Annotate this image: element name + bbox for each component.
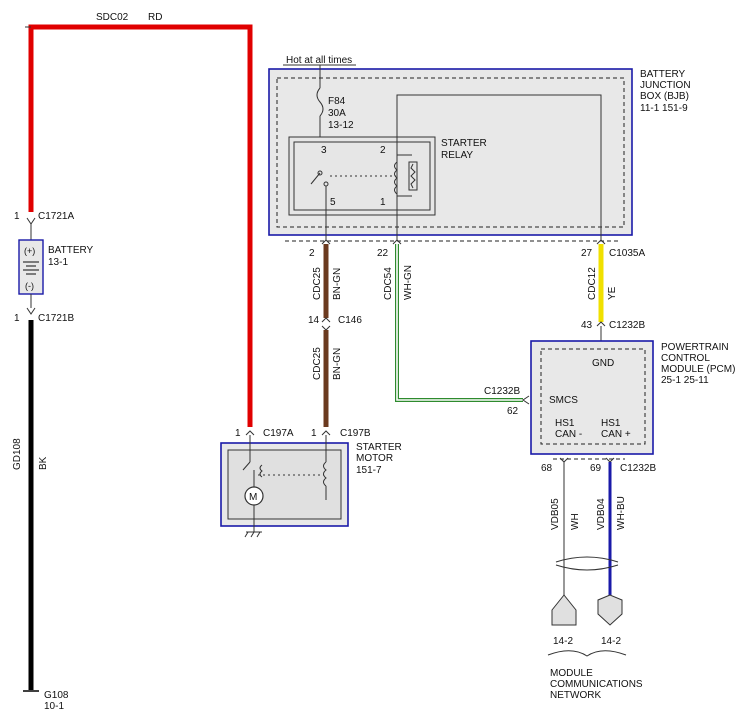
network-ref-b: 14-2	[601, 636, 621, 647]
relay-switch	[310, 172, 321, 185]
wire-cdc25-circuit-lower: CDC25	[312, 347, 323, 380]
ground-label: G108	[44, 690, 69, 701]
starter-connector-b: C197B	[340, 428, 371, 439]
bjb-connector: C1035A	[609, 248, 645, 259]
battery-junction-box: BATTERY JUNCTION BOX (BJB) 11-1 151-9 Ho…	[268, 55, 691, 259]
pcm-inner-dashed	[540, 348, 646, 445]
bjb-title-line2: JUNCTION	[640, 80, 691, 91]
pcm-smcs-pin: 62	[507, 406, 519, 417]
pcm-smcs-connector: C1232B	[484, 386, 520, 397]
battery-bottom-connector: C1721B	[38, 313, 74, 324]
wire-cdc54	[395, 244, 523, 402]
bjb-inner-dashed	[276, 77, 625, 228]
fuse-f84-symbol	[316, 87, 324, 117]
fuse-name: F84	[328, 96, 346, 107]
wire-sdc02-circuit: SDC02	[96, 12, 129, 23]
network-label-line2: COMMUNICATIONS	[550, 679, 643, 690]
wire-cdc12-color: YE	[607, 286, 618, 300]
c146-pin: 14	[308, 315, 320, 326]
hot-at-all-times-label: Hot at all times	[286, 55, 352, 66]
starter-ref: 151-7	[356, 465, 382, 476]
starter-title-line2: MOTOR	[356, 453, 393, 464]
wire-cdc25-circuit-upper: CDC25	[312, 267, 323, 300]
relay-name-line1: STARTER	[441, 138, 487, 149]
bjb-internal-feed	[396, 94, 602, 240]
pcm-pin68: 68	[541, 463, 553, 474]
c146-label: C146	[338, 315, 362, 326]
relay-pin1: 1	[380, 197, 386, 208]
starter-solenoid-switch	[242, 461, 251, 471]
starter-relay-inner	[293, 141, 431, 211]
bjb-refs: 11-1 151-9	[640, 103, 688, 114]
battery-ref: 13-1	[48, 257, 68, 268]
battery-label: BATTERY	[48, 245, 94, 256]
fuse-ref: 13-12	[328, 120, 354, 131]
network-label-line1: MODULE	[550, 668, 593, 679]
battery-box	[18, 239, 44, 295]
bjb-pin22: 22	[377, 248, 389, 259]
pcm-title-line3: MODULE (PCM)	[661, 364, 735, 375]
starter-motor: 1 C197A 1 C197B STARTER MOTOR 151-7 M	[220, 428, 402, 538]
bjb-pin27: 27	[581, 248, 593, 259]
starter-solenoid-coil	[323, 461, 327, 487]
powertrain-control-module: 43 C1232B GND SMCS C1232B 62 HS1 CAN - H…	[484, 320, 735, 474]
pcm-top-connector: C1232B	[609, 320, 645, 331]
pcm-hs1-b: HS1	[601, 418, 621, 429]
relay-pin2: 2	[380, 145, 386, 156]
battery: 1 C1721A (+) (-) BATTERY 13-1 1 C1721B	[14, 211, 94, 324]
relay-pin5: 5	[330, 197, 336, 208]
wire-vdb05-circuit: VDB05	[550, 498, 561, 530]
battery-top-connector: C1721A	[38, 211, 74, 222]
c146-connector	[321, 317, 331, 323]
pcm-bottom-connector: C1232B	[620, 463, 656, 474]
pcm-can-plus: CAN +	[601, 429, 631, 440]
bjb-title-line1: BATTERY	[640, 69, 686, 80]
wire-sdc02-color: RD	[148, 12, 162, 23]
wire-gd108-color: BK	[38, 456, 49, 470]
pcm-refs: 25-1 25-11	[661, 375, 709, 386]
wire-vdb04-color: WH-BU	[616, 496, 627, 530]
network-brace	[547, 650, 627, 657]
wire-cdc54-circuit: CDC54	[383, 267, 394, 300]
fuse-rating: 30A	[328, 108, 346, 119]
wire-cdc25-color-upper: BN-GN	[332, 268, 343, 300]
battery-top-pin: 1	[14, 211, 20, 222]
starter-title-line1: STARTER	[356, 442, 402, 453]
bjb-pin2: 2	[309, 248, 315, 259]
wire-cdc12-circuit: CDC12	[587, 267, 598, 300]
network-connector-b	[597, 594, 623, 626]
pcm-hs1-a: HS1	[555, 418, 575, 429]
relay-name-line2: RELAY	[441, 150, 473, 161]
pcm-can-minus: CAN -	[555, 429, 582, 440]
pcm-pin69: 69	[590, 463, 602, 474]
ground-ref: 10-1	[44, 701, 64, 712]
wire-vdb05-color: WH	[570, 513, 581, 530]
pcm-title-line2: CONTROL	[661, 353, 710, 364]
battery-minus: (-)	[25, 281, 34, 291]
starter-pin-a: 1	[235, 428, 241, 439]
pcm-gnd: GND	[592, 358, 614, 369]
pcm-outline	[530, 340, 654, 455]
wire-gd108-circuit: GD108	[12, 438, 23, 470]
pcm-title-line1: POWERTRAIN	[661, 342, 729, 353]
network-label-line3: NETWORK	[550, 690, 601, 701]
starter-pin-b: 1	[311, 428, 317, 439]
network-connector-a	[551, 594, 577, 626]
battery-plus: (+)	[24, 246, 35, 256]
wire-cdc54-color: WH-GN	[403, 265, 414, 300]
twisted-pair-symbol	[555, 556, 619, 571]
wire-vdb04-circuit: VDB04	[596, 498, 607, 530]
wire-sdc02	[28, 24, 253, 427]
starter-connector-a: C197A	[263, 428, 294, 439]
relay-pin3: 3	[321, 145, 327, 156]
network-ref-a: 14-2	[553, 636, 573, 647]
pcm-smcs: SMCS	[549, 395, 578, 406]
bjb-title-line3: BOX (BJB)	[640, 91, 689, 102]
wire-cdc25-color-lower: BN-GN	[332, 348, 343, 380]
starter-inner	[227, 449, 342, 520]
motor-symbol: M	[249, 492, 257, 503]
pcm-pin43: 43	[581, 320, 593, 331]
battery-bottom-pin: 1	[14, 313, 20, 324]
